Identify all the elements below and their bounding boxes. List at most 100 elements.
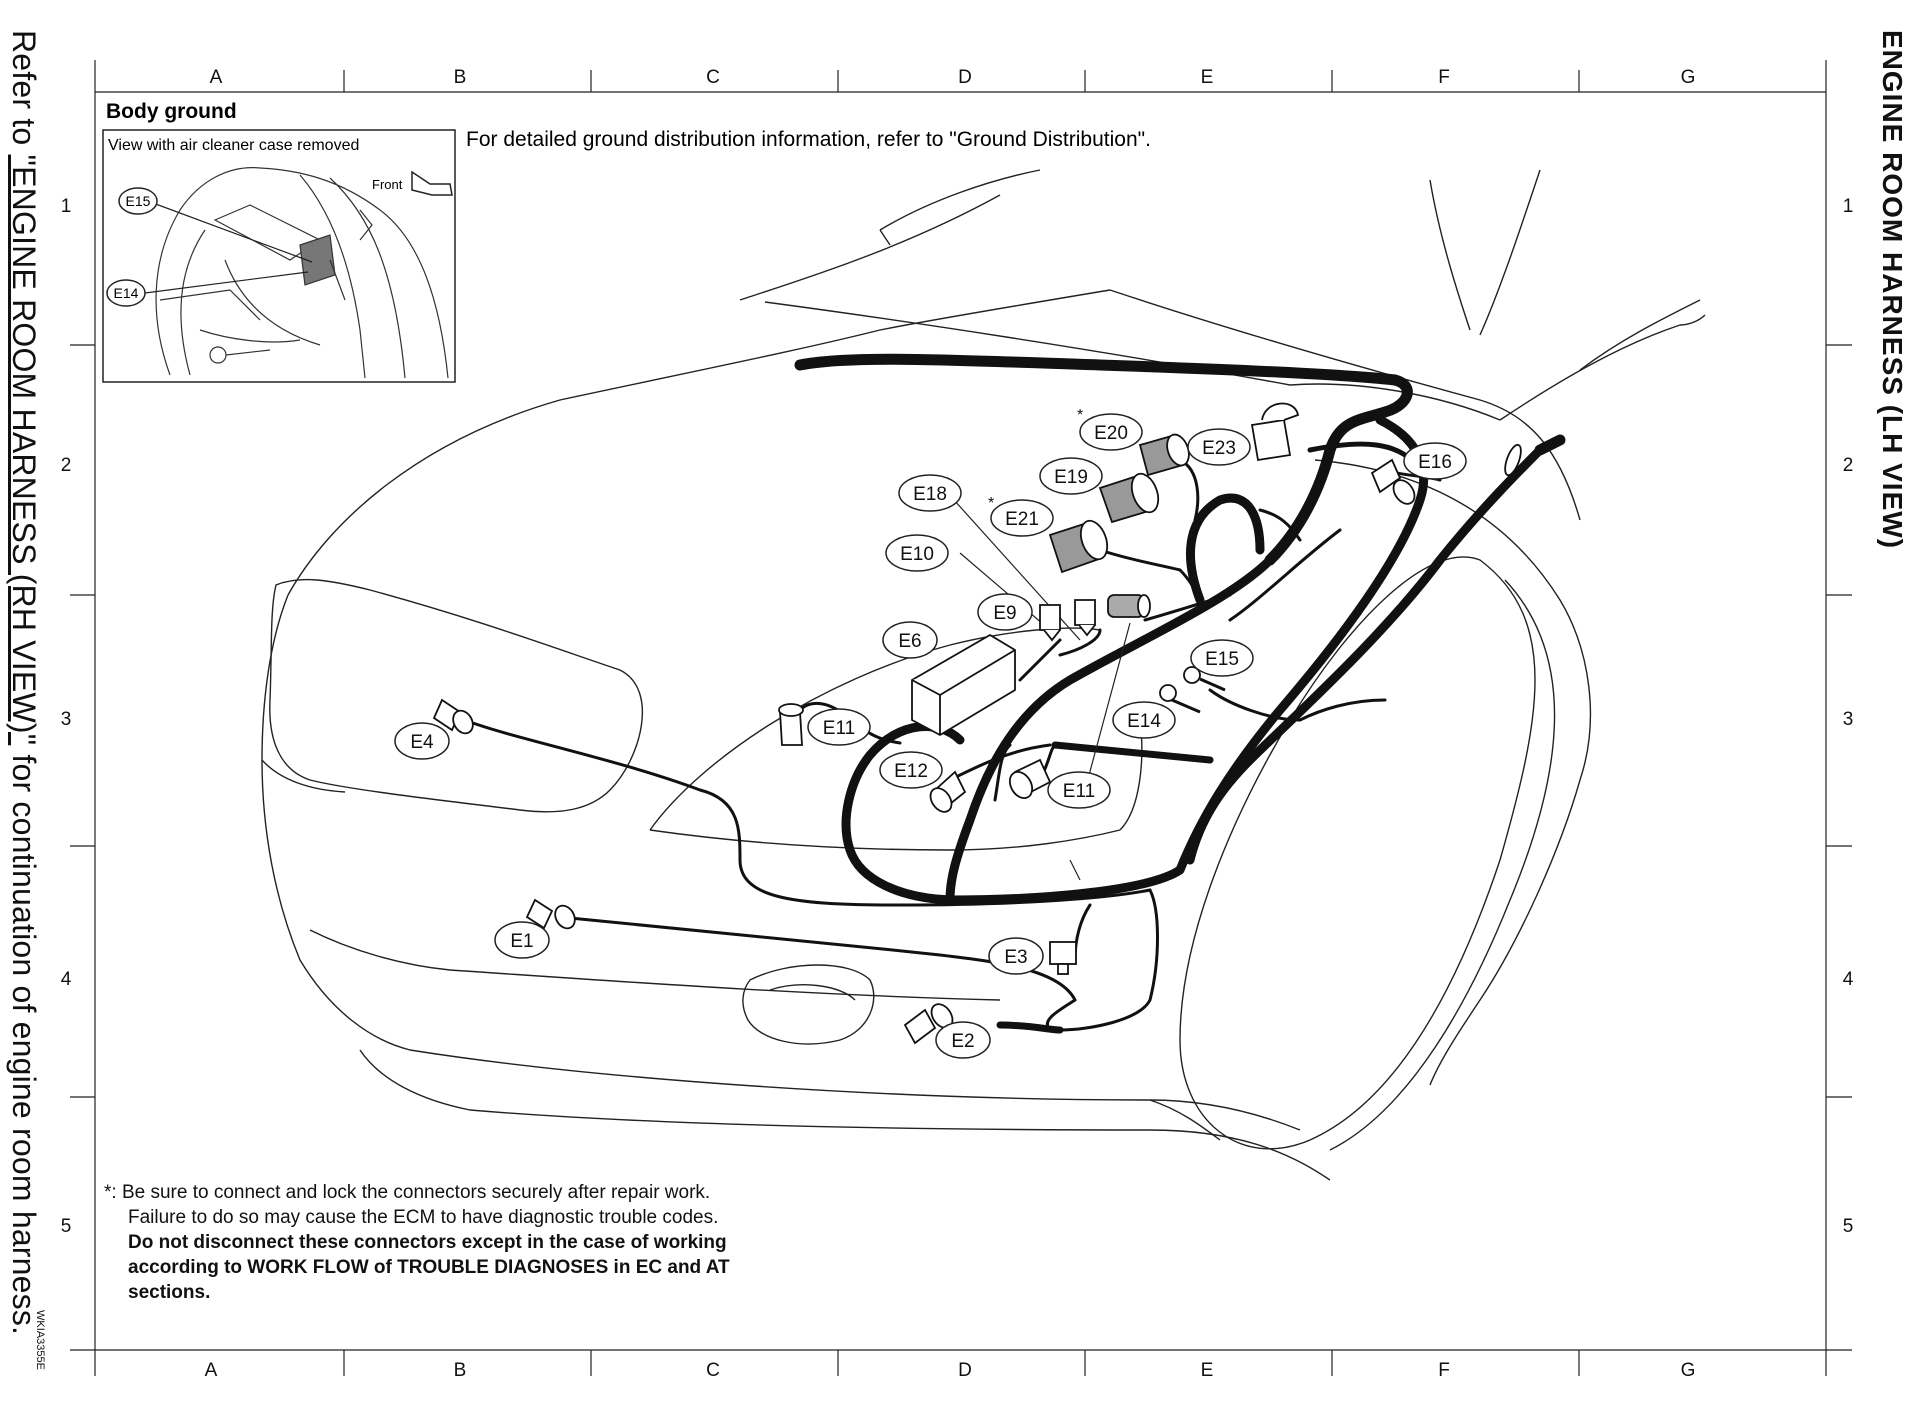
connector-e12-body[interactable] — [926, 770, 967, 816]
svg-text:E11: E11 — [823, 718, 855, 739]
asterisk-e21: * — [988, 495, 994, 512]
label-e10: E10 — [885, 534, 949, 572]
label-e3: E3 — [988, 937, 1044, 975]
row-label-left: 4 — [61, 969, 72, 990]
vehicle-outline — [261, 169, 1706, 1181]
footnote-line2: Failure to do so may cause the ECM to ha… — [128, 1207, 718, 1228]
connector-e10-body[interactable] — [1074, 599, 1096, 637]
footnote: *: Be sure to connect and lock the conne… — [104, 1182, 730, 1303]
row-label-left: 2 — [61, 455, 72, 476]
svg-text:E11: E11 — [1063, 781, 1095, 802]
col-label-bottom: F — [1438, 1360, 1450, 1381]
label-e15: E15 — [1190, 639, 1254, 677]
row-label-left: 5 — [61, 1216, 72, 1237]
connector-e14-body[interactable] — [1159, 684, 1201, 714]
row-label-right: 5 — [1843, 1216, 1854, 1237]
col-label-top: A — [210, 67, 223, 88]
col-label-top: F — [1438, 67, 1450, 88]
col-label-top: G — [1681, 67, 1696, 88]
row-label-left: 1 — [61, 196, 72, 217]
col-label-bottom: D — [958, 1360, 972, 1381]
svg-text:E3: E3 — [1004, 947, 1027, 968]
col-label-bottom: B — [454, 1360, 467, 1381]
row-label-right: 1 — [1843, 196, 1854, 217]
connector-e13-body[interactable] — [778, 703, 804, 746]
footnote-line1: *: Be sure to connect and lock the conne… — [104, 1182, 710, 1203]
svg-text:E2: E2 — [951, 1031, 974, 1052]
connector-e9-body[interactable] — [1039, 604, 1061, 642]
connector-e3-body[interactable] — [1049, 941, 1077, 975]
front-label: Front — [372, 177, 403, 192]
svg-text:E15: E15 — [1205, 649, 1239, 670]
inset-heading: Body ground — [106, 100, 237, 123]
inset-label-e14: E14 — [114, 285, 139, 301]
inset-label-e15: E15 — [126, 193, 151, 209]
col-label-top: C — [706, 67, 720, 88]
label-e21: E21 — [990, 499, 1054, 537]
connector-e4-body[interactable] — [432, 698, 477, 737]
connector-e19-body[interactable] — [1098, 470, 1163, 524]
label-e12: E12 — [879, 751, 943, 789]
svg-text:E4: E4 — [410, 732, 434, 753]
label-e11: E11 — [1047, 771, 1111, 809]
label-e13: E11 — [807, 708, 871, 746]
col-label-top: B — [454, 67, 467, 88]
svg-text:E21: E21 — [1005, 509, 1039, 530]
body-ground-inset: Body ground View with air cleaner case r… — [102, 100, 456, 383]
ground-distribution-note: For detailed ground distribution informa… — [466, 128, 1151, 151]
label-e20: E20 — [1079, 413, 1143, 451]
label-e18: E18 — [898, 474, 962, 512]
col-label-bottom: E — [1201, 1360, 1214, 1381]
label-e6: E6 — [882, 621, 938, 659]
connector-e11-body[interactable] — [1005, 758, 1052, 802]
row-label-right: 3 — [1843, 709, 1854, 730]
col-label-bottom: G — [1681, 1360, 1696, 1381]
label-e1: E1 — [494, 921, 550, 959]
connector-e20-body[interactable] — [1138, 432, 1193, 477]
label-e4: E4 — [394, 722, 450, 760]
svg-text:E1: E1 — [510, 931, 533, 952]
connector-e6-body[interactable] — [911, 633, 1016, 737]
connectors — [432, 402, 1522, 1045]
label-e9: E9 — [977, 593, 1033, 631]
label-e16: E16 — [1403, 442, 1467, 480]
col-label-top: E — [1201, 67, 1214, 88]
svg-text:E23: E23 — [1202, 438, 1236, 459]
row-label-right: 4 — [1843, 969, 1854, 990]
connector-e18-body[interactable] — [1107, 594, 1151, 618]
svg-text:E20: E20 — [1094, 423, 1128, 444]
footnote-bold2: according to WORK FLOW of TROUBLE DIAGNO… — [128, 1257, 730, 1278]
svg-text:E12: E12 — [894, 761, 928, 782]
front-arrow-icon — [411, 170, 453, 196]
col-label-top: D — [958, 67, 972, 88]
col-label-bottom: C — [706, 1360, 720, 1381]
col-label-bottom: A — [205, 1360, 218, 1381]
label-e14: E14 — [1112, 701, 1176, 739]
connector-e15-body[interactable] — [1183, 666, 1226, 692]
branch-wires — [468, 458, 1442, 1032]
grid-frame — [70, 60, 1852, 1376]
grommet — [1504, 443, 1522, 477]
svg-text:E6: E6 — [898, 631, 921, 652]
label-e23: E23 — [1187, 428, 1251, 466]
row-label-right: 2 — [1843, 455, 1854, 476]
connector-labels: E4 E1 E2 E3 E11 E12 E11 E6 E9 E10 E18 E2… — [394, 413, 1467, 1059]
inset-caption: View with air cleaner case removed — [108, 137, 359, 154]
svg-text:E19: E19 — [1054, 467, 1088, 488]
connector-e21-body[interactable] — [1048, 517, 1112, 574]
main-harness — [794, 353, 1566, 1034]
svg-text:E10: E10 — [900, 544, 934, 565]
asterisk-e20: * — [1077, 407, 1083, 424]
footnote-bold1: Do not disconnect these connectors excep… — [128, 1232, 727, 1253]
svg-text:E14: E14 — [1127, 711, 1161, 732]
svg-text:E16: E16 — [1418, 452, 1452, 473]
svg-text:E9: E9 — [993, 603, 1016, 624]
connector-e16-body[interactable] — [1370, 458, 1419, 508]
connector-e1-body[interactable] — [525, 898, 579, 932]
label-e19: E19 — [1039, 457, 1103, 495]
connector-e23-body[interactable] — [1250, 402, 1300, 462]
footnote-bold3: sections. — [128, 1282, 210, 1303]
label-e2: E2 — [935, 1021, 991, 1059]
